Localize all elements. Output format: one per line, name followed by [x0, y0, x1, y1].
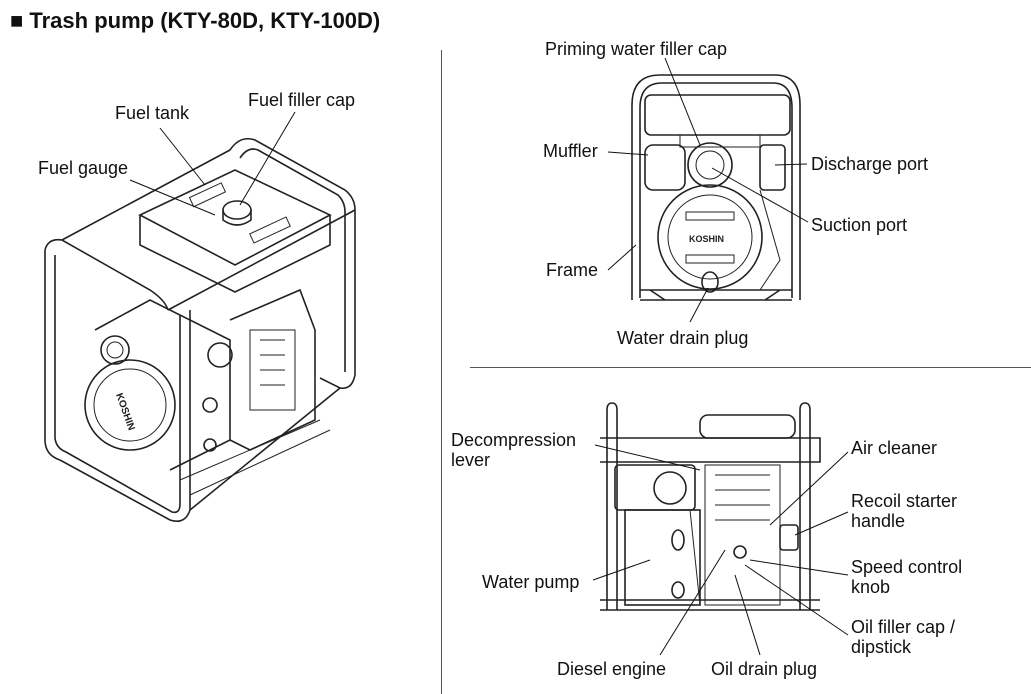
label-oil-drain-plug: Oil drain plug [711, 659, 818, 679]
label-speed-control-line1: Speed control [851, 557, 963, 577]
label-oil-filler-cap-line2: dipstick [851, 637, 912, 657]
label-speed-control-line2: knob [851, 577, 891, 597]
side-pump-drawing [592, 402, 849, 656]
label-recoil-starter-line1: Recoil starter [851, 491, 958, 511]
perspective-pump-drawing: KOSHIN [44, 137, 356, 523]
label-frame: Frame [546, 260, 599, 280]
label-water-pump: Water pump [482, 572, 580, 592]
horizontal-divider [470, 367, 1031, 368]
perspective-leaders [129, 111, 296, 216]
label-discharge-port: Discharge port [811, 154, 929, 174]
logo-koshin: KOSHIN [113, 392, 137, 432]
label-air-cleaner: Air cleaner [851, 438, 938, 458]
label-diesel-engine: Diesel engine [557, 659, 667, 679]
label-fuel-tank: Fuel tank [115, 103, 190, 123]
section-title: ■ Trash pump (KTY-80D, KTY-100D) [10, 8, 381, 33]
label-priming-water-filler-cap: Priming water filler cap [545, 39, 728, 59]
label-fuel-filler-cap: Fuel filler cap [248, 90, 356, 110]
label-suction-port: Suction port [811, 215, 908, 235]
label-recoil-starter-line2: handle [851, 511, 906, 531]
logo-koshin-front: KOSHIN [689, 234, 724, 244]
vertical-divider [441, 50, 442, 694]
label-water-drain-plug: Water drain plug [617, 328, 749, 348]
label-oil-filler-cap-line1: Oil filler cap / [851, 617, 956, 637]
label-fuel-gauge: Fuel gauge [38, 158, 129, 178]
label-decompression-lever-line2: lever [451, 450, 491, 470]
front-pump-drawing: KOSHIN [607, 57, 809, 323]
label-muffler: Muffler [543, 141, 598, 161]
label-decompression-lever-line1: Decompression [451, 430, 577, 450]
